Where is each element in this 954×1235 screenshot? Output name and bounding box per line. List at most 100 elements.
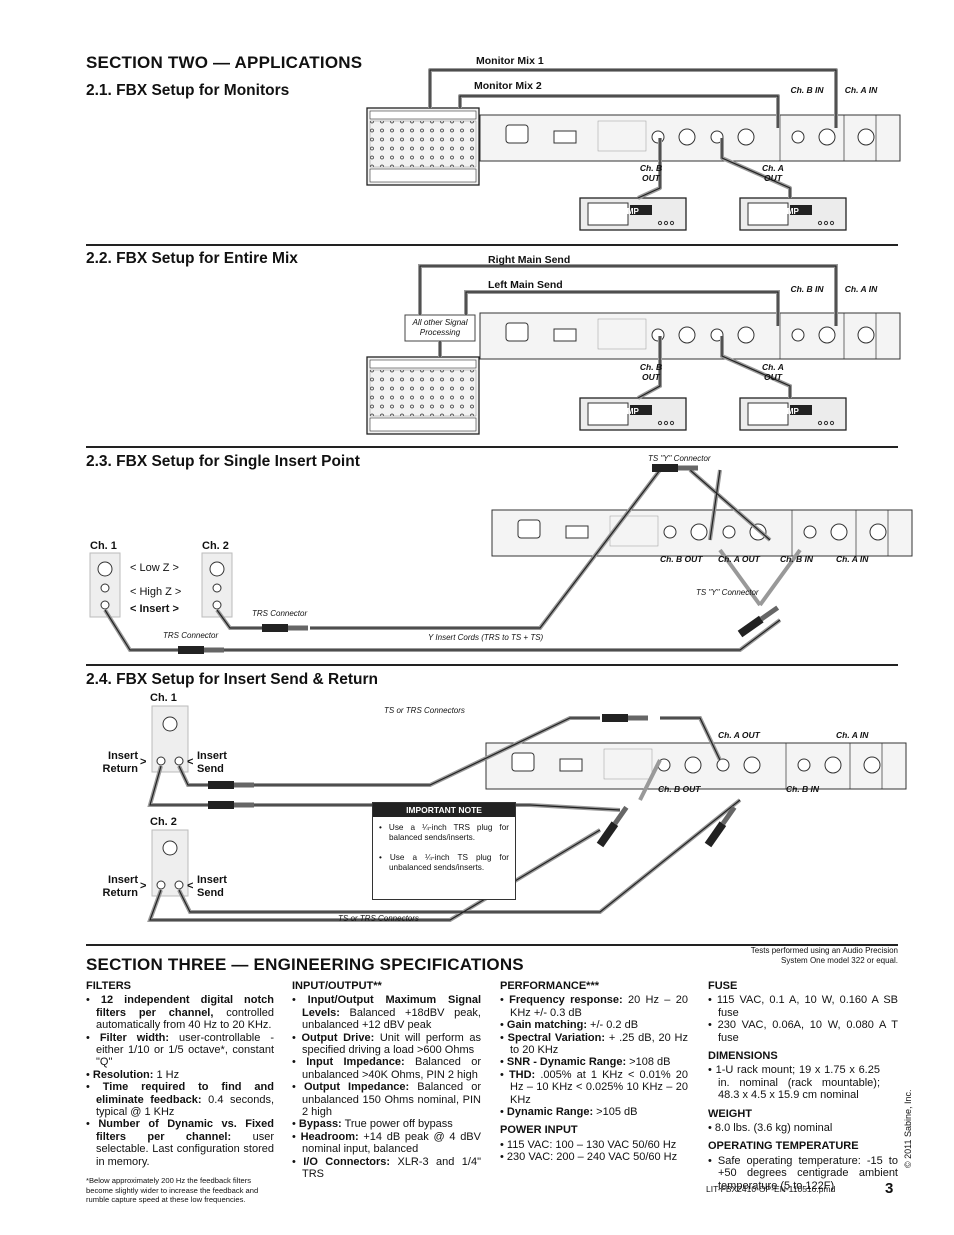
heading-fbx-single-insert: 2.3. FBX Setup for Single Insert Point xyxy=(86,453,360,470)
arrow-right-glyph: > xyxy=(140,880,147,892)
spec-item: Headroom: +14 dB peak @ 4 dBV nominal in… xyxy=(292,1131,481,1156)
spec-item-label: Input/Output Maximum Signal Levels: xyxy=(302,994,481,1019)
spec-item: Output Impedance: Balanced or unbalanced… xyxy=(292,1081,481,1118)
label-ts-y-connector: TS "Y" Connector xyxy=(648,454,711,463)
spec-item: SNR - Dynamic Range: >108 dB xyxy=(500,1056,688,1068)
section-three-title: SECTION THREE — ENGINEERING SPECIFICATIO… xyxy=(86,955,524,974)
fuse-heading: FUSE xyxy=(708,980,738,992)
section-two-title: SECTION TWO — APPLICATIONS xyxy=(86,53,363,72)
label-ch-2: Ch. 2 xyxy=(150,816,177,828)
io-column: INPUT/OUTPUT** Input/Output Maximum Sign… xyxy=(292,980,481,1181)
label-ch-a-out: Ch. A OUT xyxy=(718,730,760,740)
dimensions-list: 1-U rack mount; 19 x 1.75 x 6.25 in. nom… xyxy=(708,1064,880,1101)
spec-item: Output Drive: Unit will perform as speci… xyxy=(292,1032,481,1057)
spec-item: 1-U rack mount; 19 x 1.75 x 6.25 in. nom… xyxy=(708,1064,880,1101)
performance-heading: PERFORMANCE*** xyxy=(500,980,600,992)
spec-item-label: Filter width: xyxy=(99,1031,170,1044)
mixer-console-1 xyxy=(366,107,480,186)
spec-item-label: Time required to find and eliminate feed… xyxy=(96,1081,274,1106)
spec-item-value: .005% at 1 KHz < 0.01% 20 Hz – 10 KHz < … xyxy=(510,1068,688,1106)
heading-fbx-monitors: 2.1. FBX Setup for Monitors xyxy=(86,82,290,99)
fbx-unit-3 xyxy=(491,509,913,557)
spec-item-value: >108 dB xyxy=(626,1056,671,1069)
label-monitor-mix-2: Monitor Mix 2 xyxy=(474,80,542,92)
divider xyxy=(86,944,898,946)
spec-item-value: user-controllable - either 1/10 or 1/5 o… xyxy=(96,1031,274,1069)
heading-fbx-insert-send-return: 2.4. FBX Setup for Insert Send & Return xyxy=(86,671,378,688)
label-ch-b-out: Ch. B OUT xyxy=(639,362,663,382)
important-note-item: Use a ¼-inch TS plug for unbalanced send… xyxy=(379,853,509,873)
label-ch-b-in: Ch. B IN xyxy=(790,284,824,294)
io-list: Input/Output Maximum Signal Levels: Bala… xyxy=(292,994,481,1180)
label-insert-return: Insert Return xyxy=(102,874,138,899)
spec-item-label: SNR - Dynamic Range: xyxy=(506,1056,627,1069)
spec-item: I/O Connectors: XLR-3 and 1/4" TRS xyxy=(292,1156,481,1181)
amp-label: AMP xyxy=(621,407,639,416)
label-insert: < Insert > xyxy=(130,603,179,615)
divider xyxy=(86,244,898,246)
tests-note-line: Tests performed using an Audio Precision xyxy=(750,946,898,955)
spec-item-value: Balanced +18dBV peak, unbalanced +12 dBV… xyxy=(302,1006,481,1032)
tests-note: Tests performed using an Audio Precision… xyxy=(640,946,898,966)
spec-item-value: >105 dB xyxy=(593,1106,638,1119)
label-ch-a-out: Ch. A OUT xyxy=(718,554,760,564)
spec-item-value: user selectable. Last configuration stor… xyxy=(96,1130,274,1168)
spec-item-value: Balanced or unbalanced 150 Ohms nominal,… xyxy=(302,1081,481,1119)
filters-column: FILTERS 12 independent digital notch fil… xyxy=(86,980,274,1205)
spec-item: Dynamic Range: >105 dB xyxy=(500,1106,688,1118)
spec-item: 8.0 lbs. (3.6 kg) nominal xyxy=(708,1122,898,1134)
trs-plug xyxy=(178,646,224,654)
io-heading: INPUT/OUTPUT** xyxy=(292,980,382,992)
spec-item: Frequency response: 20 Hz – 20 KHz +/- 0… xyxy=(500,994,688,1019)
tests-note-line: System One model 322 or equal. xyxy=(781,956,898,965)
spec-item-value: +14 dB peak @ 4 dBV nominal input, balan… xyxy=(302,1130,481,1156)
trs-plug xyxy=(262,624,308,632)
divider xyxy=(86,664,898,666)
spec-item: Input Impedance: Balanced or unbalanced … xyxy=(292,1056,481,1081)
label-y-insert-cords: Y Insert Cords (TRS to TS + TS) xyxy=(428,633,544,642)
spec-item: Safe operating temperature: -15 to +50 d… xyxy=(708,1155,898,1192)
label-ts-trs-connectors: TS or TRS Connectors xyxy=(384,706,465,715)
spec-item: Gain matching: +/- 0.2 dB xyxy=(500,1019,688,1031)
label-high-z: < High Z > xyxy=(130,586,182,598)
spec-item: Filter width: user-controllable - either… xyxy=(86,1032,274,1069)
spec-item: Spectral Variation: + .25 dB, 20 Hz to 2… xyxy=(500,1032,688,1057)
label-ch-b-in: Ch. B IN xyxy=(786,784,820,794)
label-left-main-send: Left Main Send xyxy=(488,279,563,291)
spec-item-label: Resolution: xyxy=(92,1068,154,1081)
spec-item: Time required to find and eliminate feed… xyxy=(86,1081,274,1118)
label-ch-2: Ch. 2 xyxy=(202,540,229,552)
label-ch-b-in: Ch. B IN xyxy=(780,554,814,564)
spec-item-value: XLR-3 and 1/4" TRS xyxy=(302,1155,481,1181)
spec-item-value: 0.4 seconds, typical @ 1 KHz xyxy=(96,1093,275,1119)
spec-item-value: 20 Hz – 20 KHz +/- 0.3 dB xyxy=(510,994,688,1019)
arrow-left-glyph: < xyxy=(187,756,194,768)
ts-y-plug xyxy=(737,604,780,638)
spec-item-label: 12 independent digital notch filters per… xyxy=(96,994,274,1019)
spec-item-value: True power off bypass xyxy=(341,1118,453,1131)
label-low-z: < Low Z > xyxy=(130,562,179,574)
spec-item: Bypass: True power off bypass xyxy=(292,1118,481,1130)
spec-item-label: Frequency response: xyxy=(509,994,623,1007)
label-ts-y-connector: TS "Y" Connector xyxy=(696,588,759,597)
heading-fbx-entire-mix: 2.2. FBX Setup for Entire Mix xyxy=(86,250,298,267)
spec-item-value: Balanced or unbalanced >40K Ohms, PIN 2 … xyxy=(302,1056,481,1081)
divider xyxy=(86,446,898,448)
label-ch-b-out: Ch. B OUT xyxy=(658,784,701,794)
spec-item-label: THD: xyxy=(508,1068,536,1081)
spec-item-label: Gain matching: xyxy=(506,1019,587,1032)
spec-item-value: + .25 dB, 20 Hz to 20 KHz xyxy=(510,1031,689,1057)
spec-item-label: Output Drive: xyxy=(301,1031,375,1044)
copyright: © 2011 Sabine, Inc. xyxy=(903,1089,913,1168)
temperature-list: Safe operating temperature: -15 to +50 d… xyxy=(708,1155,898,1192)
spec-item: THD: .005% at 1 KHz < 0.01% 20 Hz – 10 K… xyxy=(500,1069,688,1106)
spec-item-label: Spectral Variation: xyxy=(507,1031,606,1044)
spec-item: Number of Dynamic vs. Fixed filters per … xyxy=(86,1118,274,1168)
trs-plug xyxy=(208,781,254,789)
label-ch-b-out: Ch. B OUT xyxy=(639,163,663,183)
important-note-title: IMPORTANT NOTE xyxy=(373,803,515,817)
trs-plug xyxy=(602,714,648,722)
performance-column: PERFORMANCE*** Frequency response: 20 Hz… xyxy=(500,980,688,1164)
spec-item-label: I/O Connectors: xyxy=(303,1155,391,1168)
